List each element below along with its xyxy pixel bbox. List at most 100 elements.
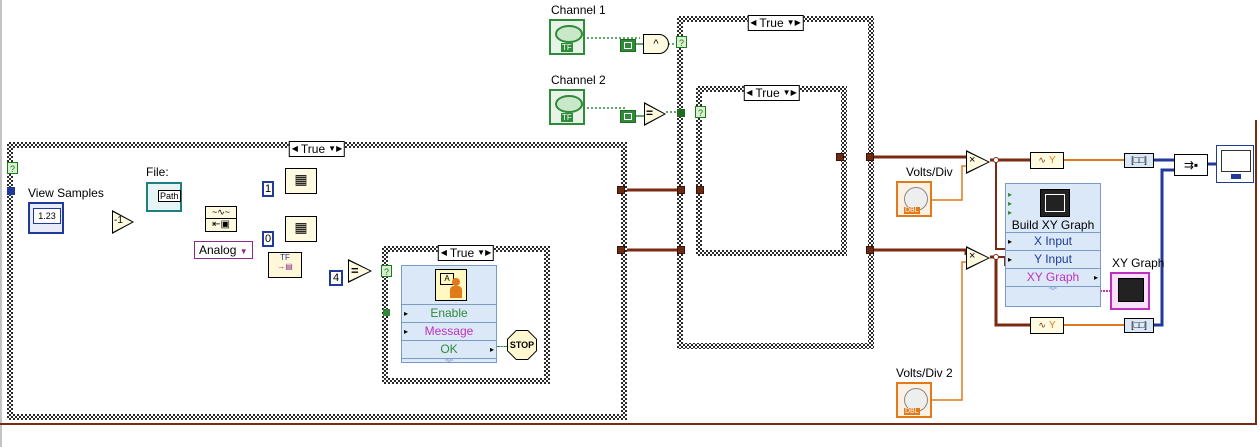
read-file-node[interactable]: ~∿~ ⇤▣ — [205, 206, 237, 232]
graph-plot-icon — [1118, 278, 1144, 302]
channel2-control[interactable]: TF — [549, 89, 585, 125]
build-xy-graph-express-vi[interactable]: Build XY Graph ▸▸▸ ▸X Input ▸Y Input XY … — [1005, 183, 1101, 307]
toggle-icon-2 — [555, 95, 583, 113]
xy-graph-output-label: XY Graph — [1026, 270, 1080, 284]
expand-chevron-icon[interactable]: ︾ — [402, 358, 496, 369]
and-node[interactable]: ^ — [643, 34, 669, 54]
index-constant-0[interactable]: 0 — [262, 231, 274, 247]
ok-wire — [497, 346, 507, 347]
decrement-node[interactable] — [113, 212, 132, 232]
case-selector-dialog[interactable]: ◀ True ▼▶ — [437, 245, 495, 261]
dropdown-arrow-icon[interactable]: ▼▶ — [328, 144, 343, 153]
file-label: File: — [146, 165, 169, 179]
tunnel-out-1 — [617, 186, 625, 194]
xy-graph-output-terminal[interactable]: XY Graph▸ — [1006, 268, 1100, 286]
x-input-terminal[interactable]: ▸X Input — [1006, 232, 1100, 250]
toggle-icon — [555, 25, 583, 43]
tunnel-r3 — [836, 153, 844, 161]
dropdown-arrow-icon-2[interactable]: ▼▶ — [477, 248, 492, 257]
get-waveform-y-1[interactable]: ∿ Y — [1030, 152, 1064, 169]
build-array-2[interactable]: [□□] — [1124, 318, 1154, 333]
decrement-arrow-icon[interactable]: ◀ — [291, 144, 298, 153]
dialog-enable-input[interactable]: ▸Enable — [402, 304, 496, 322]
decrement-arrow-icon-4[interactable]: ◀ — [746, 88, 753, 97]
convert-from-dynamic-node[interactable]: TF →▤ — [268, 252, 302, 278]
index-array-1[interactable]: ▦ — [285, 168, 317, 194]
case-value-label: True — [300, 142, 326, 156]
equal-node[interactable] — [349, 261, 370, 281]
xy-graph-label: XY Graph — [1112, 256, 1165, 270]
array-index-icon-2: ▦ — [294, 219, 308, 235]
tunnel-out-2 — [617, 246, 625, 254]
stop-glyph: STOP — [508, 331, 536, 359]
multiply-glyph-2: × — [969, 250, 976, 262]
case-selector-right[interactable]: ◀ True ▼▶ — [747, 15, 804, 31]
index-array-0[interactable]: ▦ — [285, 216, 317, 242]
bundle-node[interactable]: ⇉▪ — [1174, 154, 1208, 176]
compare-constant-4[interactable]: 4 — [329, 270, 343, 286]
channel2-label: Channel 2 — [551, 73, 606, 87]
dialog-message-input[interactable]: ▸Message — [402, 322, 496, 340]
y-label-1: Y — [1048, 155, 1056, 166]
equal-glyph: = — [351, 263, 359, 278]
array-index-icon: ▦ — [294, 171, 308, 187]
build-xy-title: Build XY Graph — [1011, 218, 1095, 232]
case-selector-main[interactable]: ◀ True ▼▶ — [288, 141, 346, 157]
xy-graph-icon — [1040, 189, 1070, 217]
dropdown-arrow-icon-3[interactable]: ▼▶ — [786, 18, 801, 27]
wave-icon-2: ∿ — [1038, 320, 1046, 330]
volts-div2-control[interactable]: DBL — [896, 382, 932, 418]
true-constant-1[interactable] — [620, 39, 636, 52]
y-input-terminal[interactable]: ▸Y Input — [1006, 250, 1100, 268]
tunnel-r1 — [677, 186, 685, 194]
index-constant-1[interactable]: 1 — [262, 181, 274, 197]
tunnel-r5 — [677, 246, 685, 254]
dropdown-arrow-icon-4[interactable]: ▼▶ — [782, 88, 797, 97]
case-selector-terminal-3[interactable]: ? — [676, 36, 687, 48]
volts-div-label: Volts/Div — [906, 165, 953, 179]
display-message-express-vi[interactable]: A ▸Enable ▸Message OK▸ ︾ — [401, 265, 497, 368]
case-value-label-4: True — [755, 86, 780, 100]
ring-dropdown-icon: ▼ — [239, 247, 248, 256]
case-selector-terminal-2[interactable]: ? — [381, 265, 392, 277]
get-waveform-y-2[interactable]: ∿ Y — [1030, 317, 1064, 334]
decrement-arrow-icon-2[interactable]: ◀ — [440, 248, 447, 257]
expand-chevron-icon-2[interactable]: ︾ — [1006, 286, 1100, 297]
multiply-node-1[interactable] — [967, 152, 988, 172]
case-selector-terminal-4[interactable]: ? — [695, 106, 706, 118]
decrement-arrow-icon-3[interactable]: ◀ — [750, 18, 757, 27]
path-icon: Path — [158, 190, 181, 202]
tf-badge-2: TF — [561, 113, 573, 122]
message-label: Message — [424, 324, 474, 338]
equal-node-2[interactable] — [645, 104, 664, 124]
y-input-label: Y Input — [1034, 252, 1072, 266]
xy-graph-indicator[interactable] — [1110, 272, 1150, 310]
dialog-input-tunnel — [383, 309, 390, 316]
file-path-control[interactable]: Path — [146, 182, 182, 212]
true-constant-2[interactable] — [620, 110, 636, 123]
multiply-node-2[interactable] — [967, 248, 988, 268]
x-input-label: X Input — [1033, 234, 1073, 248]
wave-icon-1: ∿ — [1038, 155, 1046, 165]
build-xy-icon-area: Build XY Graph ▸▸▸ — [1006, 184, 1100, 232]
dialog-ok-output[interactable]: OK▸ — [402, 340, 496, 358]
waveform-chart-indicator[interactable] — [1216, 145, 1254, 183]
channel1-control[interactable]: TF — [549, 19, 585, 55]
selector-input-tunnel — [7, 187, 15, 195]
dbl-badge: DBL — [904, 207, 920, 214]
tunnel-r4 — [866, 153, 874, 161]
build-array-1[interactable]: [□□] — [1124, 153, 1154, 168]
dbl-badge-2: DBL — [904, 408, 920, 415]
view-samples-control[interactable]: 1.23 — [28, 202, 64, 234]
stop-terminal[interactable]: STOP — [507, 330, 537, 360]
ok-label: OK — [440, 342, 458, 356]
tf-badge: TF — [561, 43, 573, 52]
case-selector-terminal[interactable]: ? — [7, 162, 18, 174]
tunnel-r2 — [696, 186, 704, 194]
express-icon-area: A — [402, 266, 496, 304]
volts-div-control[interactable]: DBL — [896, 181, 932, 217]
analog-ring-control[interactable]: Analog ▼ — [194, 241, 253, 259]
decrement-glyph: -1 — [114, 215, 123, 226]
case-structure-right-inner: ◀ True ▼▶ — [696, 85, 847, 256]
case-selector-right-inner[interactable]: ◀ True ▼▶ — [743, 85, 800, 101]
